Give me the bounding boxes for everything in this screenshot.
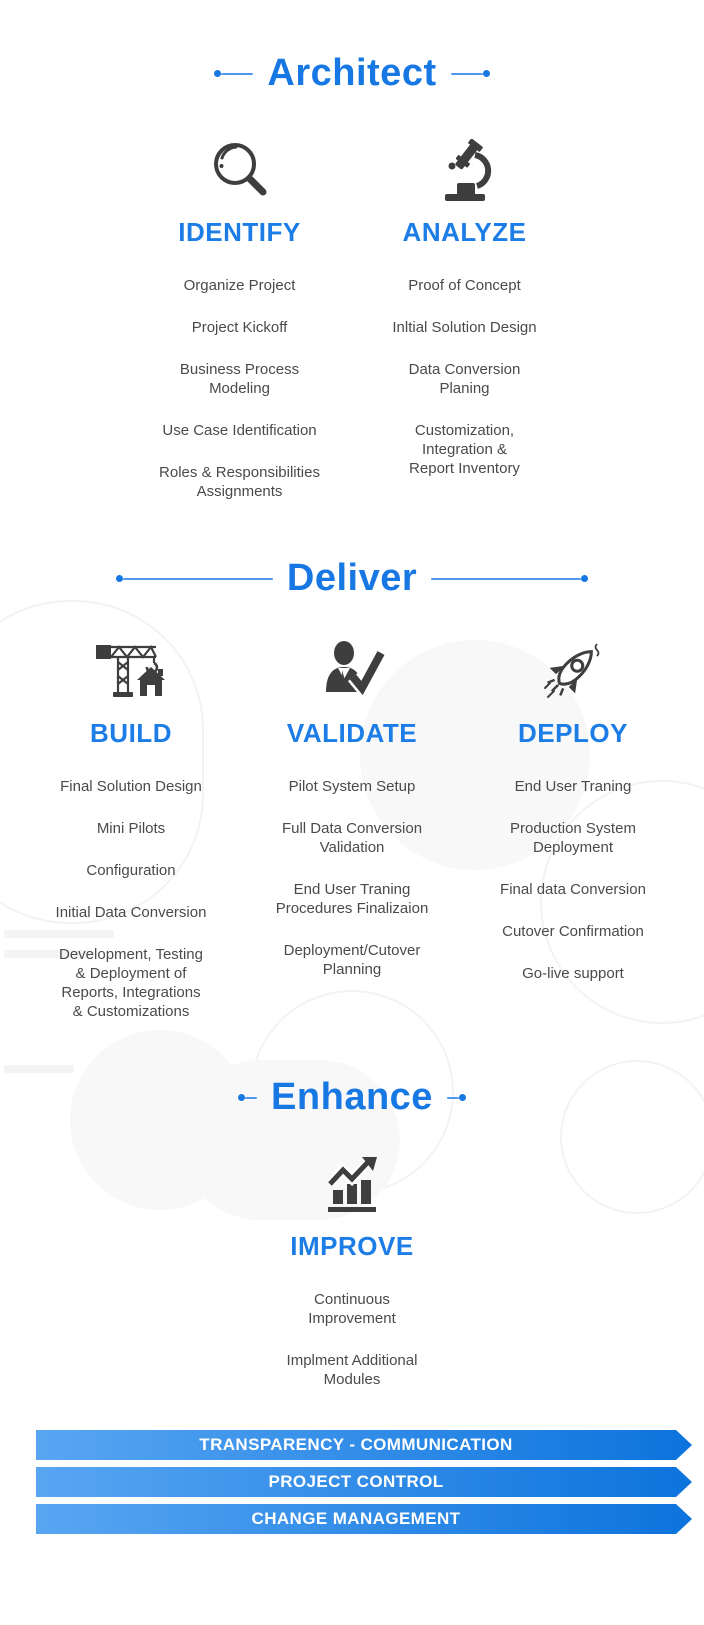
architect-columns: IDENTIFY Organize Project Project Kickof… bbox=[0, 135, 704, 524]
deliver-columns: BUILD Final Solution Design Mini Pilots … bbox=[0, 636, 704, 1044]
phase-item: Deployment/Cutover Planning bbox=[283, 942, 421, 978]
header-rule bbox=[446, 1096, 459, 1099]
header-dot bbox=[581, 575, 589, 582]
column-label-build: BUILD bbox=[90, 718, 172, 748]
header-rule bbox=[122, 577, 273, 580]
banner-transparency-communication: TRANSPARENCY - COMMUNICATION bbox=[36, 1430, 692, 1460]
phase-item: Organize Project bbox=[183, 277, 296, 294]
column-label-identify: IDENTIFY bbox=[178, 217, 301, 247]
bar-chart-growth-icon bbox=[222, 1149, 482, 1217]
header-rule bbox=[431, 577, 582, 580]
phase-item: Final Solution Design bbox=[60, 778, 202, 795]
header-dot bbox=[458, 1094, 466, 1101]
phase-item: Development, Testing & Deployment of Rep… bbox=[59, 946, 203, 1020]
column-validate: VALIDATE Pilot System Setup Full Data Co… bbox=[242, 636, 463, 1044]
column-improve: IMPROVE Continuous Improvement Implment … bbox=[222, 1149, 482, 1412]
header-dot bbox=[214, 70, 222, 77]
banner-change-management: CHANGE MANAGEMENT bbox=[36, 1504, 692, 1534]
section-title-deliver: Deliver bbox=[286, 557, 418, 599]
phase-item: Initial Data Conversion bbox=[55, 904, 207, 921]
rocket-icon bbox=[463, 636, 684, 704]
phase-item: Cutover Confirmation bbox=[502, 923, 644, 940]
banner-project-control: PROJECT CONTROL bbox=[36, 1467, 692, 1497]
phase-item: Use Case Identification bbox=[162, 422, 317, 439]
phase-item: Data Conversion Planing bbox=[408, 361, 521, 397]
enhance-columns: IMPROVE Continuous Improvement Implment … bbox=[0, 1149, 704, 1412]
column-label-improve: IMPROVE bbox=[290, 1231, 414, 1261]
column-identify: IDENTIFY Organize Project Project Kickof… bbox=[127, 135, 352, 524]
column-build: BUILD Final Solution Design Mini Pilots … bbox=[21, 636, 242, 1044]
architect-header: Architect bbox=[0, 52, 704, 95]
section-title-architect: Architect bbox=[267, 52, 437, 94]
deliver-header: Deliver bbox=[0, 557, 704, 600]
phase-item: Full Data Conversion Validation bbox=[281, 820, 423, 856]
column-label-analyze: ANALYZE bbox=[402, 217, 527, 247]
header-dot bbox=[115, 575, 123, 582]
column-label-deploy: DEPLOY bbox=[518, 718, 628, 748]
phase-item: Configuration bbox=[86, 862, 176, 879]
phase-item: Final data Conversion bbox=[500, 881, 646, 898]
person-checkmark-icon bbox=[242, 636, 463, 704]
crane-house-icon bbox=[21, 636, 242, 704]
column-analyze: ANALYZE Proof of Concept Inltial Solutio… bbox=[352, 135, 577, 524]
section-architect: Architect IDENTIFY Organize Project Proj… bbox=[0, 0, 704, 524]
header-rule bbox=[221, 72, 254, 75]
phase-item: Go-live support bbox=[522, 965, 624, 982]
phase-item: Proof of Concept bbox=[408, 277, 521, 294]
phase-item: Customization, Integration & Report Inve… bbox=[409, 422, 520, 477]
phase-item: Business Process Modeling bbox=[179, 361, 300, 397]
banner-group: TRANSPARENCY - COMMUNICATION PROJECT CON… bbox=[36, 1430, 692, 1541]
column-label-validate: VALIDATE bbox=[286, 718, 418, 748]
phase-item: Inltial Solution Design bbox=[392, 319, 537, 336]
header-rule bbox=[450, 72, 483, 75]
enhance-header: Enhance bbox=[0, 1076, 704, 1119]
phase-item: End User Traning bbox=[514, 778, 632, 795]
header-dot bbox=[238, 1094, 246, 1101]
column-deploy: DEPLOY End User Traning Production Syste… bbox=[463, 636, 684, 1044]
phase-item: Continuous Improvement bbox=[308, 1291, 396, 1327]
phase-item: Pilot System Setup bbox=[288, 778, 416, 795]
phase-item: End User Traning Procedures Finalizaion bbox=[275, 881, 429, 917]
phase-item: Mini Pilots bbox=[96, 820, 166, 837]
header-rule bbox=[245, 1096, 258, 1099]
magnifier-icon bbox=[127, 135, 352, 203]
phase-item: Project Kickoff bbox=[191, 319, 288, 336]
header-dot bbox=[482, 70, 490, 77]
section-deliver: Deliver bbox=[0, 557, 704, 1044]
phase-item: Production System Deployment bbox=[510, 820, 636, 856]
microscope-icon bbox=[352, 135, 577, 203]
phase-item: Implment Additional Modules bbox=[286, 1352, 418, 1388]
section-title-enhance: Enhance bbox=[271, 1076, 433, 1118]
section-enhance: Enhance bbox=[0, 1076, 704, 1412]
phase-item: Roles & Responsibilities Assignments bbox=[159, 464, 320, 500]
